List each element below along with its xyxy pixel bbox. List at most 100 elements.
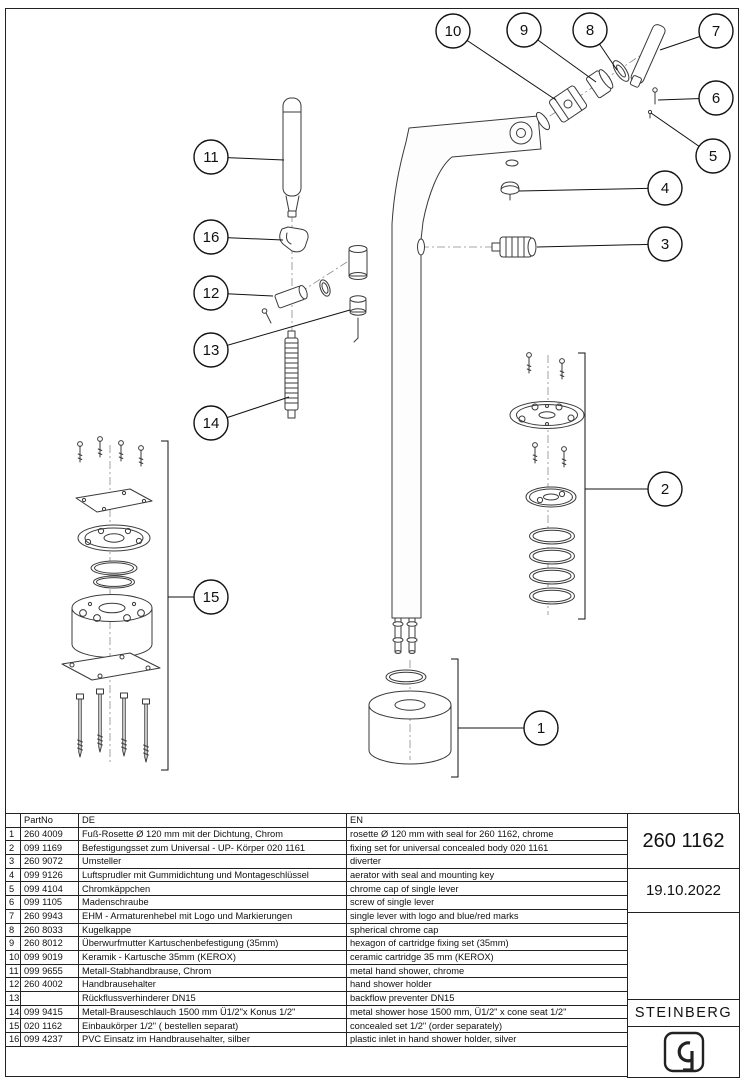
row-number-cell: 1 [5,826,21,842]
callout-4: 4 [518,170,683,206]
part-no-cell: 099 1105 [20,895,79,910]
product-number: 260 1162 [642,829,725,852]
callout-1: 1 [451,658,559,778]
brand-name: STEINBERG [628,999,739,1026]
svg-text:5: 5 [709,148,717,165]
row-number-cell: 10 [5,949,21,965]
svg-text:14: 14 [203,415,220,432]
description-en-cell: fixing set for universal concealed body … [346,840,629,856]
description-en-cell: backflow preventer DN15 [346,990,629,1006]
part-no-cell: 099 4237 [20,1032,79,1047]
callout-10: 10 [435,13,557,101]
svg-text:2: 2 [661,481,669,498]
callout-11: 11 [193,139,285,175]
row-number-cell: 2 [5,840,21,856]
svg-text:11: 11 [203,149,219,166]
part-hand-shower [282,97,302,218]
callout-12: 12 [193,275,274,311]
description-de-cell: Kugelkappe [78,922,347,938]
svg-text:6: 6 [712,90,720,107]
callout-6: 6 [657,80,734,116]
row-number-cell: 13 [5,990,21,1006]
row-number-cell: 7 [5,908,21,924]
part-holder-insert [261,245,368,324]
callout-7: 7 [659,13,734,51]
row-number-cell: 16 [5,1032,21,1047]
part-shower-hose [284,330,299,419]
row-number-cell: 12 [5,977,21,992]
svg-text:4: 4 [661,180,669,197]
description-en-cell: aerator with seal and mounting key [346,867,629,883]
description-de-cell: Madenschraube [78,895,347,910]
description-en-cell: ceramic cartridge 35 mm (KEROX) [346,949,629,965]
description-en-cell: single lever with logo and blue/red mark… [346,908,629,924]
part-no-cell: 260 9943 [20,908,79,924]
description-de-cell: Metall-Brauseschlauch 1500 mm Ü1/2"x Kon… [78,1004,347,1020]
callout-16: 16 [193,219,284,255]
svg-text:8: 8 [586,22,594,39]
description-en-cell: diverter [346,854,629,869]
callout-15: 15 [161,440,229,771]
axis-lines [109,44,657,765]
row-number-cell: 5 [5,881,21,897]
row-number-cell: 6 [5,895,21,910]
revision-date: 19.10.2022 [628,868,739,912]
description-de-cell: Metall-Stabhandbrause, Chrom [78,963,347,979]
part-no-cell: 099 9415 [20,1004,79,1020]
part-no-cell [20,990,79,1006]
description-de-cell: Handbrausehalter [78,977,347,992]
description-en-cell: rosette Ø 120 mm with seal for 260 1162,… [346,826,629,842]
description-de-cell: Luftsprudler mit Gummidichtung und Monta… [78,867,347,883]
title-block: 260 1162 19.10.2022 STEINBERG [627,813,740,1078]
svg-text:12: 12 [203,285,220,302]
description-de-cell: Chromkäppchen [78,881,347,897]
col-en-header: EN [346,813,629,828]
part-no-cell: 020 1162 [20,1018,79,1033]
part-diverter-cap [500,181,520,201]
svg-text:16: 16 [203,229,220,246]
col-de-header: DE [78,813,347,828]
description-de-cell: PVC Einsatz im Handbrausehalter, silber [78,1032,347,1047]
row-number-cell: 8 [5,922,21,938]
callout-9: 9 [506,12,597,83]
part-no-cell: 099 1169 [20,840,79,856]
description-en-cell: metal shower hose 1500 mm, Ü1/2" x cone … [346,1004,629,1020]
description-en-cell: screw of single lever [346,895,629,910]
part-no-cell: 260 4009 [20,826,79,842]
col-number-header [5,813,21,828]
steinberg-logo-icon [663,1031,704,1073]
callout-8: 8 [572,12,618,71]
description-de-cell: EHM - Armaturenhebel mit Logo und Markie… [78,908,347,924]
row-number-cell: 15 [5,1018,21,1033]
part-no-cell: 099 9126 [20,867,79,883]
exploded-diagram: 10 9 8 7 6 5 4 3 11 16 12 13 14 2 15 1 [61,12,734,778]
svg-text:3: 3 [661,236,669,253]
description-en-cell: hexagon of cartridge fixing set (35mm) [346,936,629,951]
title-block-spacer [628,912,739,999]
description-de-cell: Befestigungsset zum Universal - UP- Körp… [78,840,347,856]
part-base-rosette [368,669,452,765]
row-number-cell: 3 [5,854,21,869]
svg-text:7: 7 [712,23,720,40]
description-de-cell: Keramik - Kartusche 35mm (KEROX) [78,949,347,965]
callout-2: 2 [578,352,683,620]
part-no-cell: 260 4002 [20,977,79,992]
svg-text:1: 1 [537,720,545,737]
svg-text:15: 15 [203,589,220,606]
callout-14: 14 [193,396,290,441]
